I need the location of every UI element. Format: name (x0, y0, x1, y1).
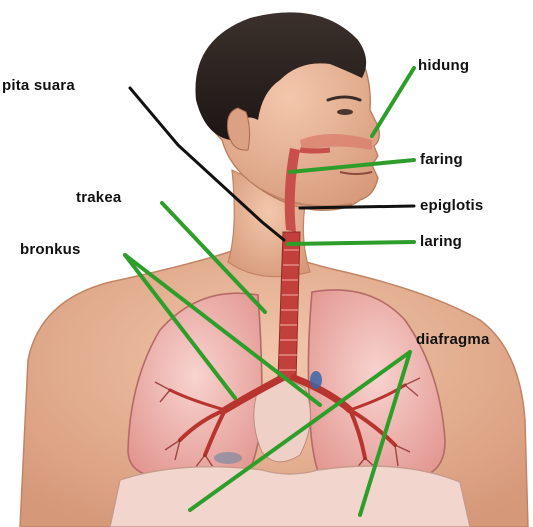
label-faring: faring (420, 152, 463, 167)
label-epiglotis: epiglotis (420, 198, 483, 213)
diaphragm (110, 466, 470, 527)
leader-laring (288, 242, 414, 244)
label-laring: laring (420, 234, 462, 249)
label-hidung: hidung (418, 58, 469, 73)
leader-epiglotis (300, 206, 414, 208)
label-diafragma: diafragma (416, 332, 490, 347)
label-bronkus: bronkus (20, 242, 81, 257)
leader-hidung (372, 68, 414, 136)
label-pita-suara: pita suara (2, 78, 75, 93)
label-trakea: trakea (76, 190, 121, 205)
